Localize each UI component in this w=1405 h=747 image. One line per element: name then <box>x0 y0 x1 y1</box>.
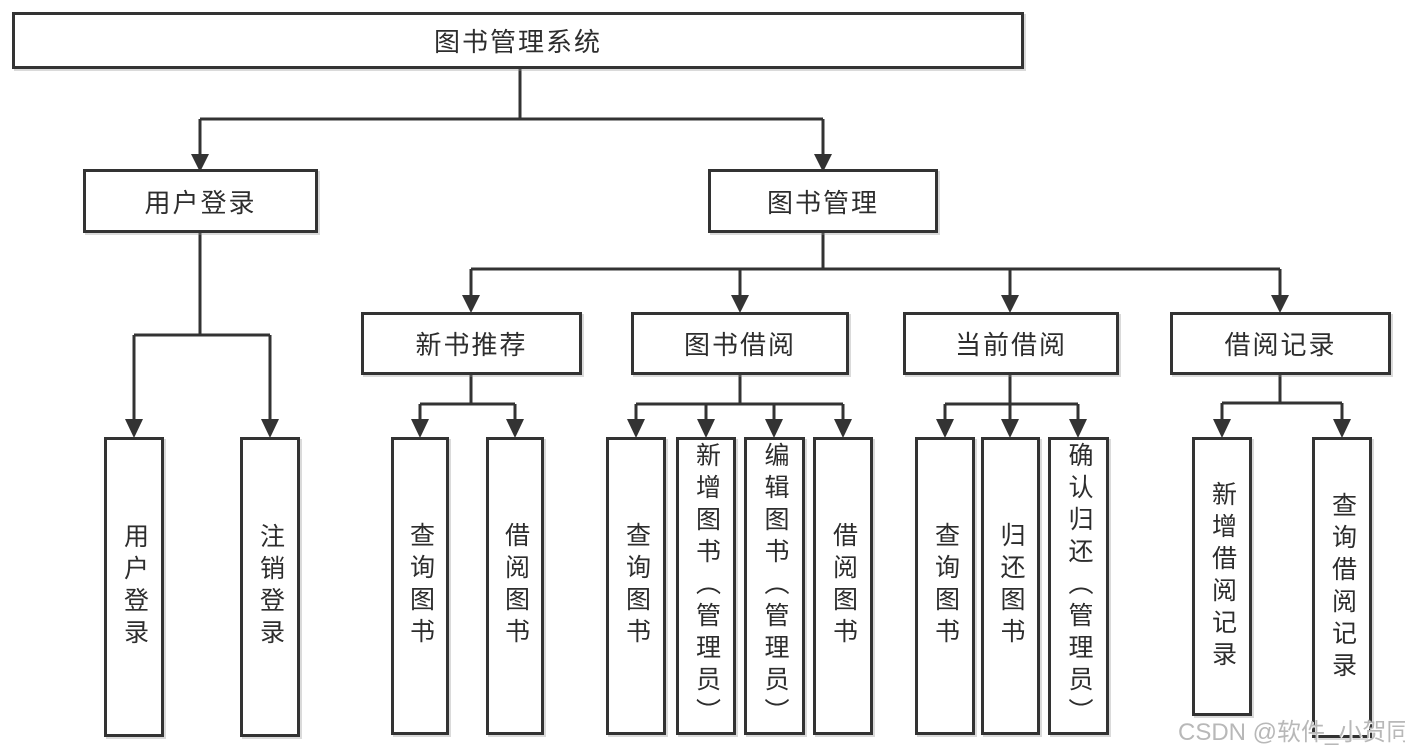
node-leaf-borrow-books: 借阅图书 <box>813 437 873 735</box>
node-leaf-query-borrow-record: 查询借阅记录 <box>1312 437 1372 738</box>
node-book-management: 图书管理 <box>708 169 938 233</box>
node-leaf-current-query-books: 查询图书 <box>915 437 975 735</box>
node-new-book-recommend: 新书推荐 <box>361 312 582 375</box>
connector-current-borrow-to-leaves <box>936 375 1087 438</box>
connector-user-login-to-leaves <box>125 233 279 438</box>
node-leaf-confirm-return-admin: 确认归还（管理员） <box>1048 437 1109 735</box>
node-leaf-recommend-query-books: 查询图书 <box>391 437 449 735</box>
node-book-borrowing: 图书借阅 <box>631 312 849 375</box>
node-current-borrowing: 当前借阅 <box>903 312 1119 375</box>
node-leaf-logout: 注销登录 <box>240 437 300 737</box>
node-leaf-borrow-query-books: 查询图书 <box>606 437 666 735</box>
node-user-login: 用户登录 <box>83 169 318 233</box>
node-leaf-recommend-borrow-books: 借阅图书 <box>486 437 544 735</box>
node-leaf-edit-books-admin: 编辑图书（管理员） <box>744 437 805 735</box>
connector-new-book-recommend-to-leaves <box>411 375 524 438</box>
node-leaf-add-borrow-record: 新增借阅记录 <box>1192 437 1252 716</box>
node-borrowing-records: 借阅记录 <box>1170 312 1391 375</box>
connector-book-management-to-level3 <box>462 233 1289 313</box>
node-leaf-add-books-admin: 新增图书（管理员） <box>676 437 736 735</box>
node-leaf-return-books: 归还图书 <box>981 437 1040 735</box>
watermark: CSDN @软件_小贺同学 <box>1178 719 1405 746</box>
connector-root-to-level2 <box>191 69 832 172</box>
connector-book-borrow-to-leaves <box>627 375 852 438</box>
node-leaf-user-login: 用户登录 <box>104 437 164 737</box>
connector-borrow-records-to-leaves <box>1213 375 1351 438</box>
node-library-management-system: 图书管理系统 <box>12 12 1024 69</box>
